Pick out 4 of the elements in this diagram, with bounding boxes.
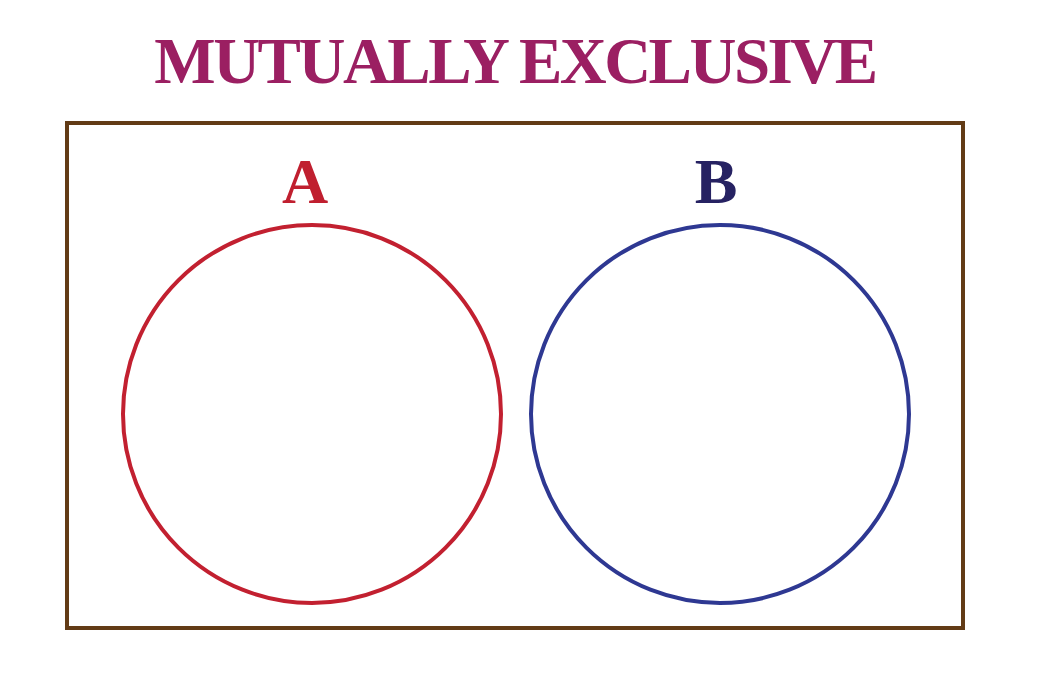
set-label: A [281,146,329,217]
sample-space-frame [65,121,965,630]
title: MUTUALLY EXCLUSIVE [154,25,876,97]
set-label: B [694,146,738,217]
